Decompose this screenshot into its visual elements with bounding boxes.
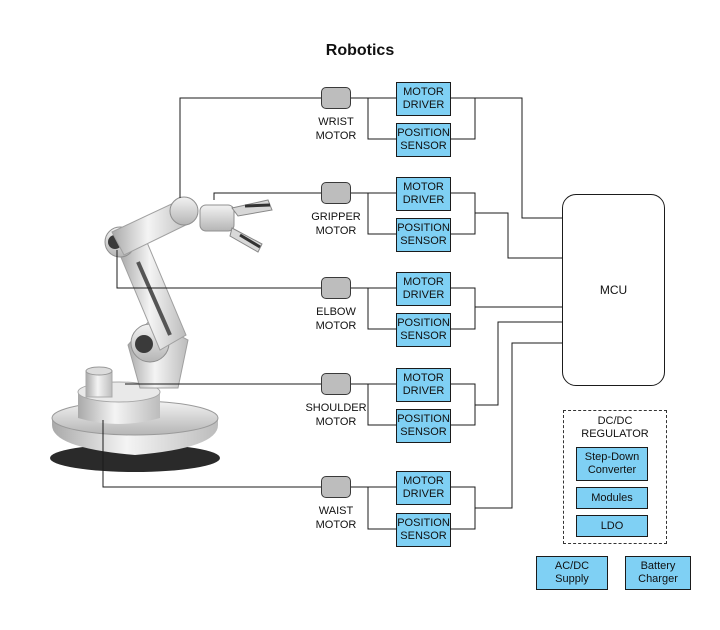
battery-charger: Battery Charger [625,556,691,590]
modules-block: Modules [576,487,648,509]
mcu-label: MCU [599,283,628,297]
elbow-motor-label: ELBOW MOTOR [315,306,357,332]
wrist-motor-label: WRIST MOTOR [315,116,357,142]
dcdc-regulator-group [563,410,667,544]
elbow-position-sensor: POSITION SENSOR [396,313,451,347]
acdc-supply: AC/DC Supply [536,556,608,590]
wrist-position-sensor: POSITION SENSOR [396,123,451,157]
mcu-block: MCU [562,194,665,386]
waist-motor-driver: MOTOR DRIVER [396,471,451,505]
gripper-motor-label: GRIPPER MOTOR [311,211,361,237]
gripper-position-sensor: POSITION SENSOR [396,218,451,252]
shoulder-motor-driver: MOTOR DRIVER [396,368,451,402]
connection-lines [102,97,562,530]
waist-motor-block [321,476,351,498]
waist-motor-label: WAIST MOTOR [315,505,357,531]
gripper-motor-block [321,182,351,204]
diagram-title: Robotics [325,42,395,59]
robot-arm-icon [50,196,273,472]
ldo-block: LDO [576,515,648,537]
dcdc-regulator-label: DC/DC REGULATOR [581,415,649,440]
wrist-motor-driver: MOTOR DRIVER [396,82,451,116]
shoulder-motor-block [321,373,351,395]
step-down-converter: Step-Down Converter [576,447,648,481]
gripper-motor-driver: MOTOR DRIVER [396,177,451,211]
waist-position-sensor: POSITION SENSOR [396,513,451,547]
shoulder-motor-label: SHOULDER MOTOR [305,402,367,428]
elbow-motor-block [321,277,351,299]
elbow-motor-driver: MOTOR DRIVER [396,272,451,306]
shoulder-position-sensor: POSITION SENSOR [396,409,451,443]
wrist-motor-block [321,87,351,109]
